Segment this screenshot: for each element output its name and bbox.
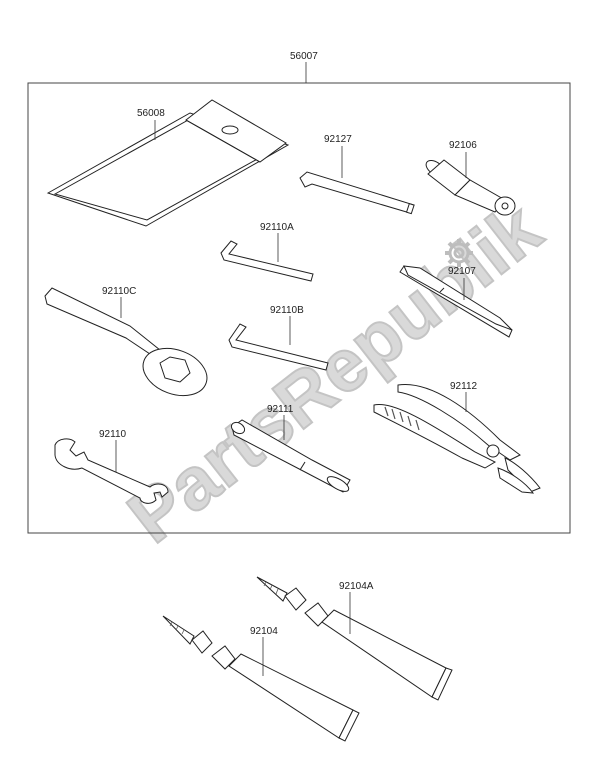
hex-key-large <box>299 171 415 215</box>
tube-b <box>162 615 360 742</box>
part-label-bar-handle: 92111 <box>267 404 294 415</box>
part-label-plug-handle: 92106 <box>449 140 477 151</box>
hex-key-b <box>228 323 329 371</box>
plug-handle <box>425 159 516 216</box>
part-label-hex-key-b: 92110B <box>270 305 304 316</box>
box-wrench <box>44 287 208 397</box>
part-label-screwdriver: 92107 <box>448 266 476 277</box>
bar-handle <box>230 419 351 493</box>
part-label-tube-a: 92104A <box>339 581 374 592</box>
part-label-tool-bag: 56008 <box>137 108 165 119</box>
part-label-box-wrench: 92110C <box>102 286 136 297</box>
part-label-hex-key-large: 92127 <box>324 134 352 145</box>
screwdriver <box>399 265 513 338</box>
part-label-hex-key-a: 92110A <box>260 222 294 233</box>
hex-key-a <box>220 240 314 282</box>
kit-label: 56007 <box>290 51 318 62</box>
part-label-pliers: 92112 <box>450 381 478 392</box>
part-label-open-wrench: 92110 <box>99 429 127 440</box>
part-label-tube-b: 92104 <box>250 626 278 637</box>
pliers <box>373 383 541 494</box>
open-wrench <box>54 438 169 504</box>
tube-a <box>256 576 453 701</box>
tool-kit-frame <box>27 82 571 534</box>
tool-bag <box>46 99 290 227</box>
watermark-gear-icon <box>445 239 473 267</box>
